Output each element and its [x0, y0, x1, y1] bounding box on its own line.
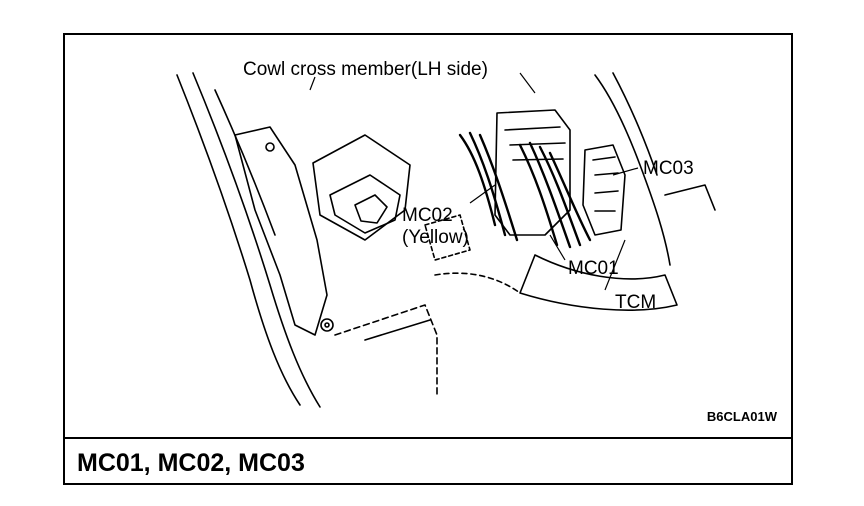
mc01-leader — [549, 234, 566, 261]
right-connector — [582, 144, 626, 236]
bracket-plate — [234, 126, 328, 336]
tcm-leader — [604, 239, 626, 291]
tcm-outline — [519, 254, 678, 311]
mc02-leader — [469, 184, 496, 204]
connector-block — [494, 109, 571, 236]
caption-divider — [65, 437, 791, 439]
mc02-color-label: (Yellow) — [402, 227, 469, 248]
figure-caption: MC01, MC02, MC03 — [77, 449, 305, 477]
figure-code: B6CLA01W — [706, 409, 777, 424]
relay-box — [312, 134, 411, 241]
figure-frame: Cowl cross member(LH side) MC03 MC02 (Ye… — [63, 33, 793, 485]
mc02-label: MC02 — [402, 205, 453, 226]
connector-location-drawing: Cowl cross member(LH side) MC03 MC02 (Ye… — [176, 59, 716, 408]
cowl-leader-left — [309, 76, 316, 91]
mc03-leader — [612, 167, 639, 176]
tcm-label: TCM — [615, 292, 656, 313]
mc01-label: MC01 — [568, 258, 619, 279]
cowl-cross-member-label: Cowl cross member(LH side) — [243, 59, 488, 80]
dashboard-panel-outline — [176, 74, 301, 406]
mc03-label: MC03 — [643, 158, 694, 179]
cowl-leader-right — [519, 72, 536, 94]
